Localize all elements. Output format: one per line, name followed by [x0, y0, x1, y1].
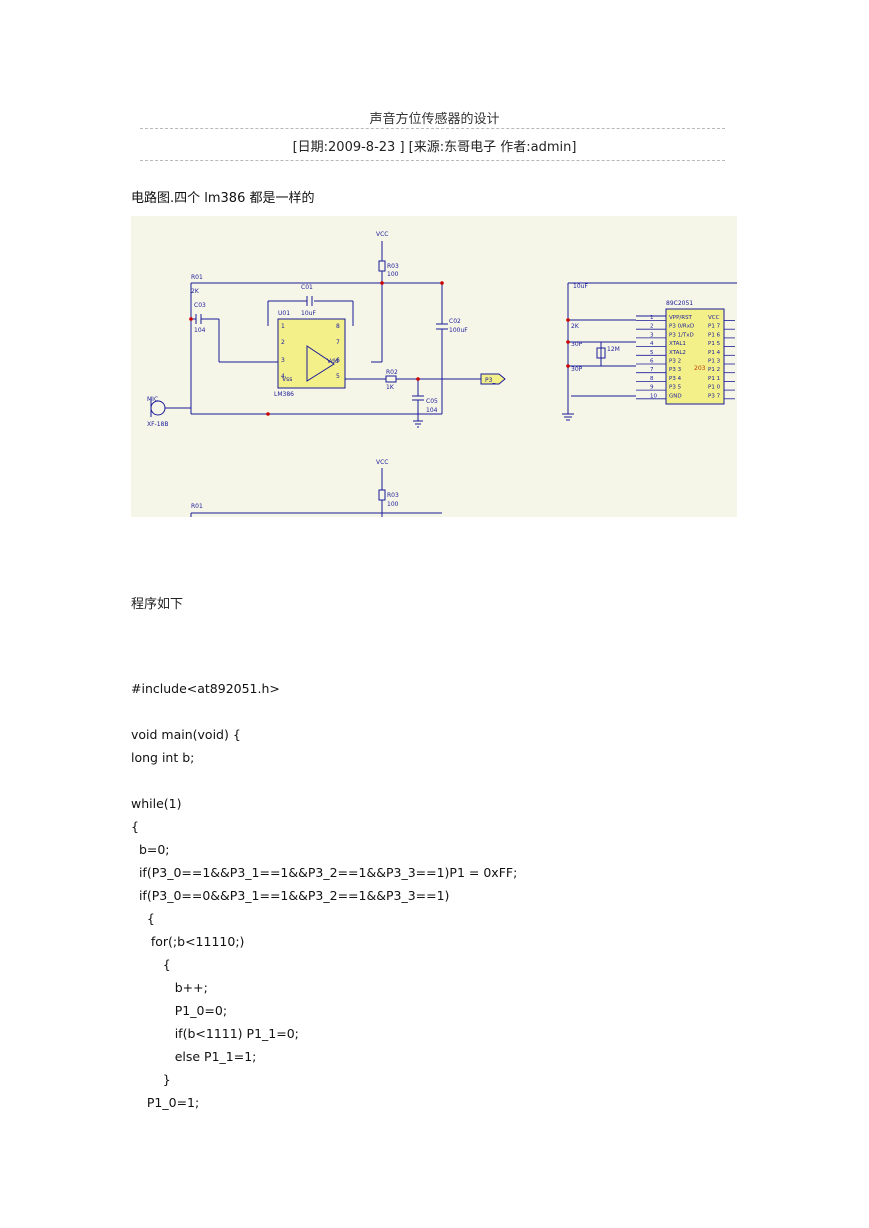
code-line: if(b<1111) P1_1=0; — [131, 1026, 299, 1041]
mcu-pin-number: 3 — [650, 332, 654, 338]
mcu-pin-number: 2 — [650, 324, 654, 330]
circuit-schematic-image: VCC R03 100 R01 2K C01 10uF C03 104 C02 … — [131, 216, 737, 517]
xtal-label: 12M — [607, 346, 620, 353]
code-line: while(1) — [131, 796, 182, 811]
r01-value: 2K — [191, 288, 200, 295]
p3-tag-label: P3_ — [485, 377, 496, 384]
mcu-pin-number: 9 — [650, 385, 654, 391]
mcu-pin-name-right: P1 5 — [708, 341, 721, 347]
lm386-pin-label: 7 — [336, 339, 340, 346]
mcu-pin-name-left: XTAL1 — [669, 341, 686, 347]
r03b-value: 100 — [387, 501, 399, 508]
mcu-name-label: 89C2051 — [666, 300, 693, 307]
lm386-pin-label: 3 — [281, 357, 285, 364]
mcu-pin-number: 4 — [650, 341, 654, 347]
program-heading: 程序如下 — [131, 597, 184, 612]
divider-top — [140, 128, 725, 129]
code-line: { — [131, 819, 139, 834]
vdd-label: Vdd — [327, 358, 339, 365]
mcu-pin-name-right: P1 2 — [708, 367, 720, 373]
vss-label: Vss — [282, 376, 292, 383]
mcu-pin-number: 10 — [650, 393, 657, 399]
mcu-pin-name-right: P1 1 — [708, 376, 720, 382]
code-line — [131, 769, 517, 792]
mcu-pin-name-left: P3 1/TxD — [669, 332, 694, 338]
mcu-pin-number: 7 — [650, 367, 654, 373]
code-line: void main(void) { — [131, 727, 241, 742]
mcu-pin-name-left: P3 5 — [669, 385, 682, 391]
mcu-pin-number: 8 — [650, 376, 654, 382]
code-line: b++; — [131, 980, 208, 995]
code-line: { — [131, 911, 155, 926]
lm386-pin-label: 2 — [281, 339, 285, 346]
mcu-pin-name-left: P3 0/RxD — [669, 324, 694, 330]
c30p-2-label: 30P — [571, 366, 583, 373]
vcc-label-bottom: VCC — [376, 459, 388, 466]
code-line: else P1_1=1; — [131, 1049, 257, 1064]
code-line: long int b; — [131, 750, 195, 765]
divider-bottom — [140, 160, 725, 161]
code-line: if(P3_0==1&&P3_1==1&&P3_2==1&&P3_3==1)P1… — [131, 865, 518, 880]
mcu-pin-number: 5 — [650, 350, 654, 356]
mcu-pin-name-left: P3 2 — [669, 359, 681, 365]
r02-label: R02 — [386, 369, 398, 376]
mcu-pin-name-right: P1 4 — [708, 350, 721, 356]
code-line: P1_0=0; — [131, 1003, 228, 1018]
cap-10uf-label: 10uF — [573, 283, 588, 290]
mcu-pin-name-right: VCC — [708, 315, 720, 321]
code-line: P1_0=1; — [131, 1095, 200, 1110]
mcu-pin-name-right: P1 7 — [708, 324, 721, 330]
c02-label: C02 — [449, 318, 461, 325]
u01-label: U01 — [278, 310, 290, 317]
mic-label: MIC — [147, 396, 158, 403]
mcu-pin-name-left: GND — [669, 393, 682, 399]
c03-label: C03 — [194, 302, 206, 309]
r01-label: R01 — [191, 274, 203, 281]
lm386-pin-label: 1 — [281, 323, 285, 330]
article-title: 声音方位传感器的设计 — [369, 112, 500, 127]
mcu-pin-number: 1 — [650, 315, 654, 321]
c02-value: 100uF — [449, 327, 468, 334]
c03-value: 104 — [194, 327, 206, 334]
c30p-1-label: 30P — [571, 341, 583, 348]
code-line: #include<at892051.h> — [131, 681, 280, 696]
code-line — [131, 700, 517, 723]
r02-value: 1K — [386, 384, 395, 391]
lm386-pin-label: 8 — [336, 323, 340, 330]
mic-part-label: XF-18B — [147, 421, 168, 428]
mcu-pin-name-left: VPP/RST — [669, 315, 693, 321]
c01-value: 10uF — [301, 310, 316, 317]
mcu-chip-mark: 203 — [694, 365, 706, 372]
mcu-pin-name-right: P3 7 — [708, 393, 721, 399]
mcu-pin-number: 6 — [650, 359, 654, 365]
code-line: } — [131, 1072, 171, 1087]
code-line: { — [131, 957, 171, 972]
code-line: for(;b<11110;) — [131, 934, 245, 949]
code-line: if(P3_0==0&&P3_1==1&&P3_2==1&&P3_3==1) — [131, 888, 450, 903]
mcu-pin-name-left: P3 3 — [669, 367, 682, 373]
figure-caption: 电路图.四个 lm386 都是一样的 — [131, 191, 315, 206]
r01b-label: R01 — [191, 503, 203, 510]
article-meta: [日期:2009-8-23 ] [来源:东哥电子 作者:admin] — [292, 140, 577, 155]
c01-label: C01 — [301, 284, 313, 291]
mcu-pin-name-right: P1 3 — [708, 359, 721, 365]
mcu-pin-name-left: P3 4 — [669, 376, 682, 382]
r03-label: R03 — [387, 263, 399, 270]
c05-value: 104 — [426, 407, 438, 414]
mcu-pin-name-right: P1 0 — [708, 385, 721, 391]
r2k-label: 2K — [571, 323, 580, 330]
vcc-label-top: VCC — [376, 231, 388, 238]
lm386-pin-label: 4 — [281, 373, 285, 380]
lm386-pin-label: 5 — [336, 373, 340, 380]
mcu-pin-name-left: XTAL2 — [669, 350, 686, 356]
r03b-label: R03 — [387, 492, 399, 499]
code-listing: #include<at892051.h> void main(void) { lon… — [131, 677, 517, 1114]
lm386-label: LM386 — [274, 391, 294, 398]
lm386-pin-label: 6 — [336, 357, 340, 364]
mcu-pin-name-right: P1 6 — [708, 332, 721, 338]
code-line: b=0; — [131, 842, 170, 857]
r03-value: 100 — [387, 271, 399, 278]
c05-label: C05 — [426, 398, 438, 405]
